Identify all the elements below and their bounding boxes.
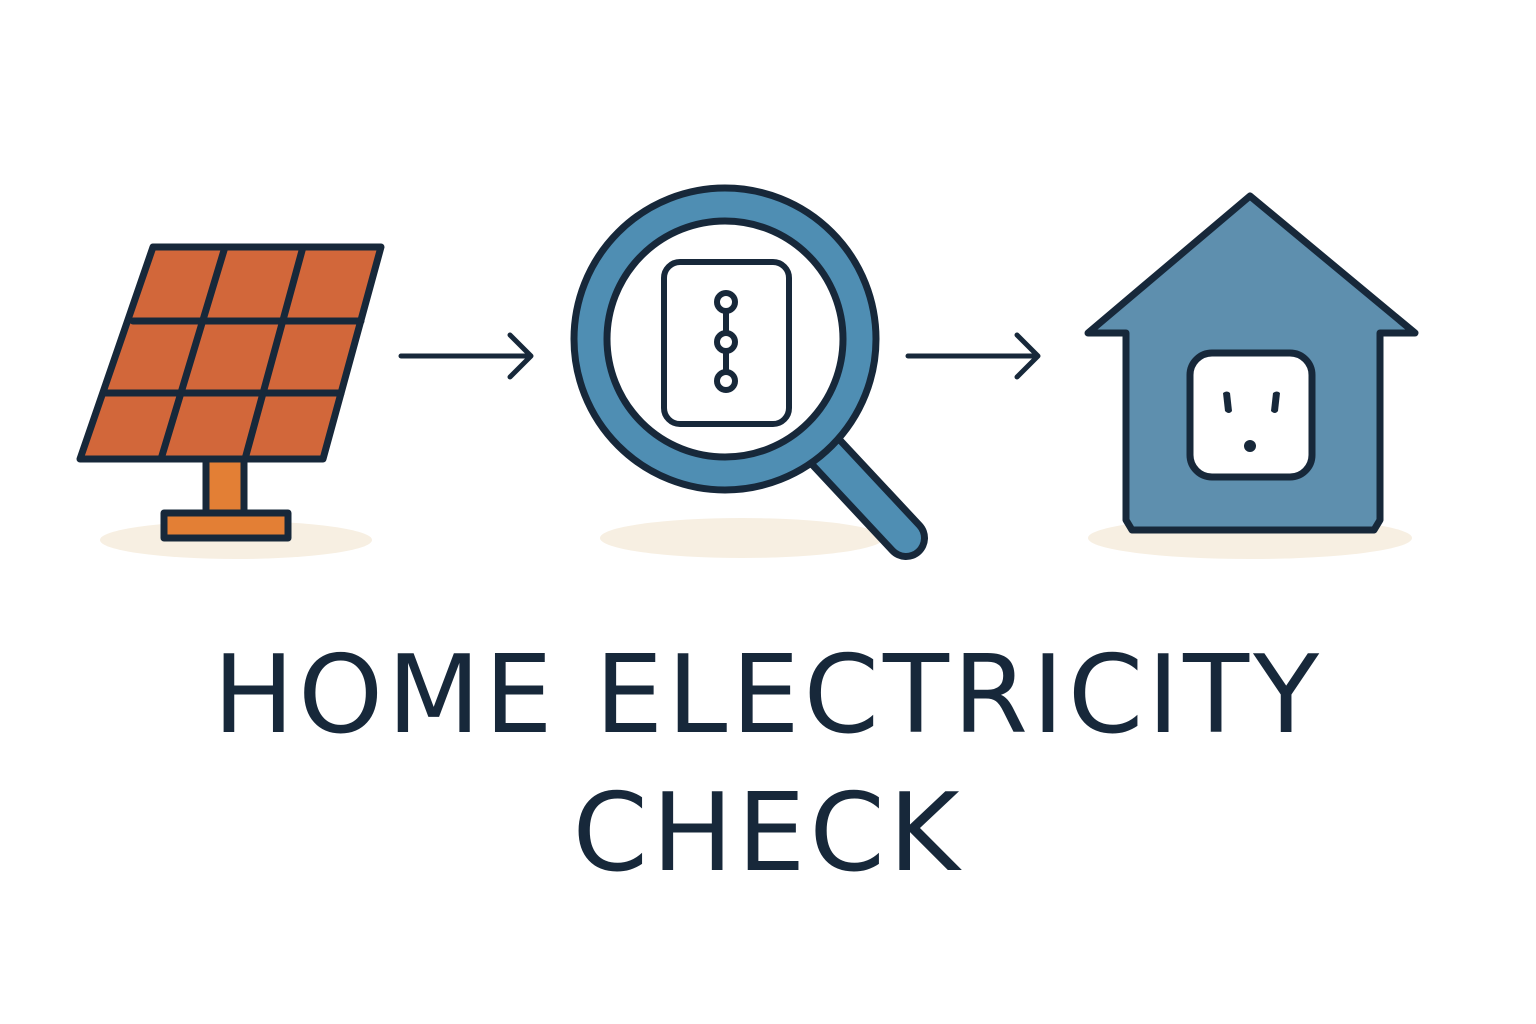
power-outlet-icon bbox=[1186, 349, 1316, 481]
circuit-diagram-icon bbox=[661, 259, 792, 427]
solar-panel-base bbox=[160, 509, 292, 542]
arrow-right-icon bbox=[905, 332, 1041, 380]
magnifying-glass-icon bbox=[570, 184, 928, 560]
magnifier-shadow bbox=[600, 518, 884, 558]
solar-panel-post bbox=[202, 454, 248, 520]
house-icon bbox=[1084, 192, 1419, 534]
magnifier-handle bbox=[807, 433, 921, 553]
arrow-right-icon bbox=[398, 332, 534, 380]
solar-panel-grid-line bbox=[241, 243, 307, 463]
page-title-line-1: HOME ELECTRICITY bbox=[212, 633, 1324, 758]
solar-panel-grid-line bbox=[157, 243, 229, 463]
solar-panel-frame bbox=[76, 243, 385, 463]
page-title-line-2: CHECK bbox=[572, 771, 964, 896]
flow-diagram bbox=[76, 184, 1419, 560]
solar-panel-icon bbox=[76, 243, 385, 542]
